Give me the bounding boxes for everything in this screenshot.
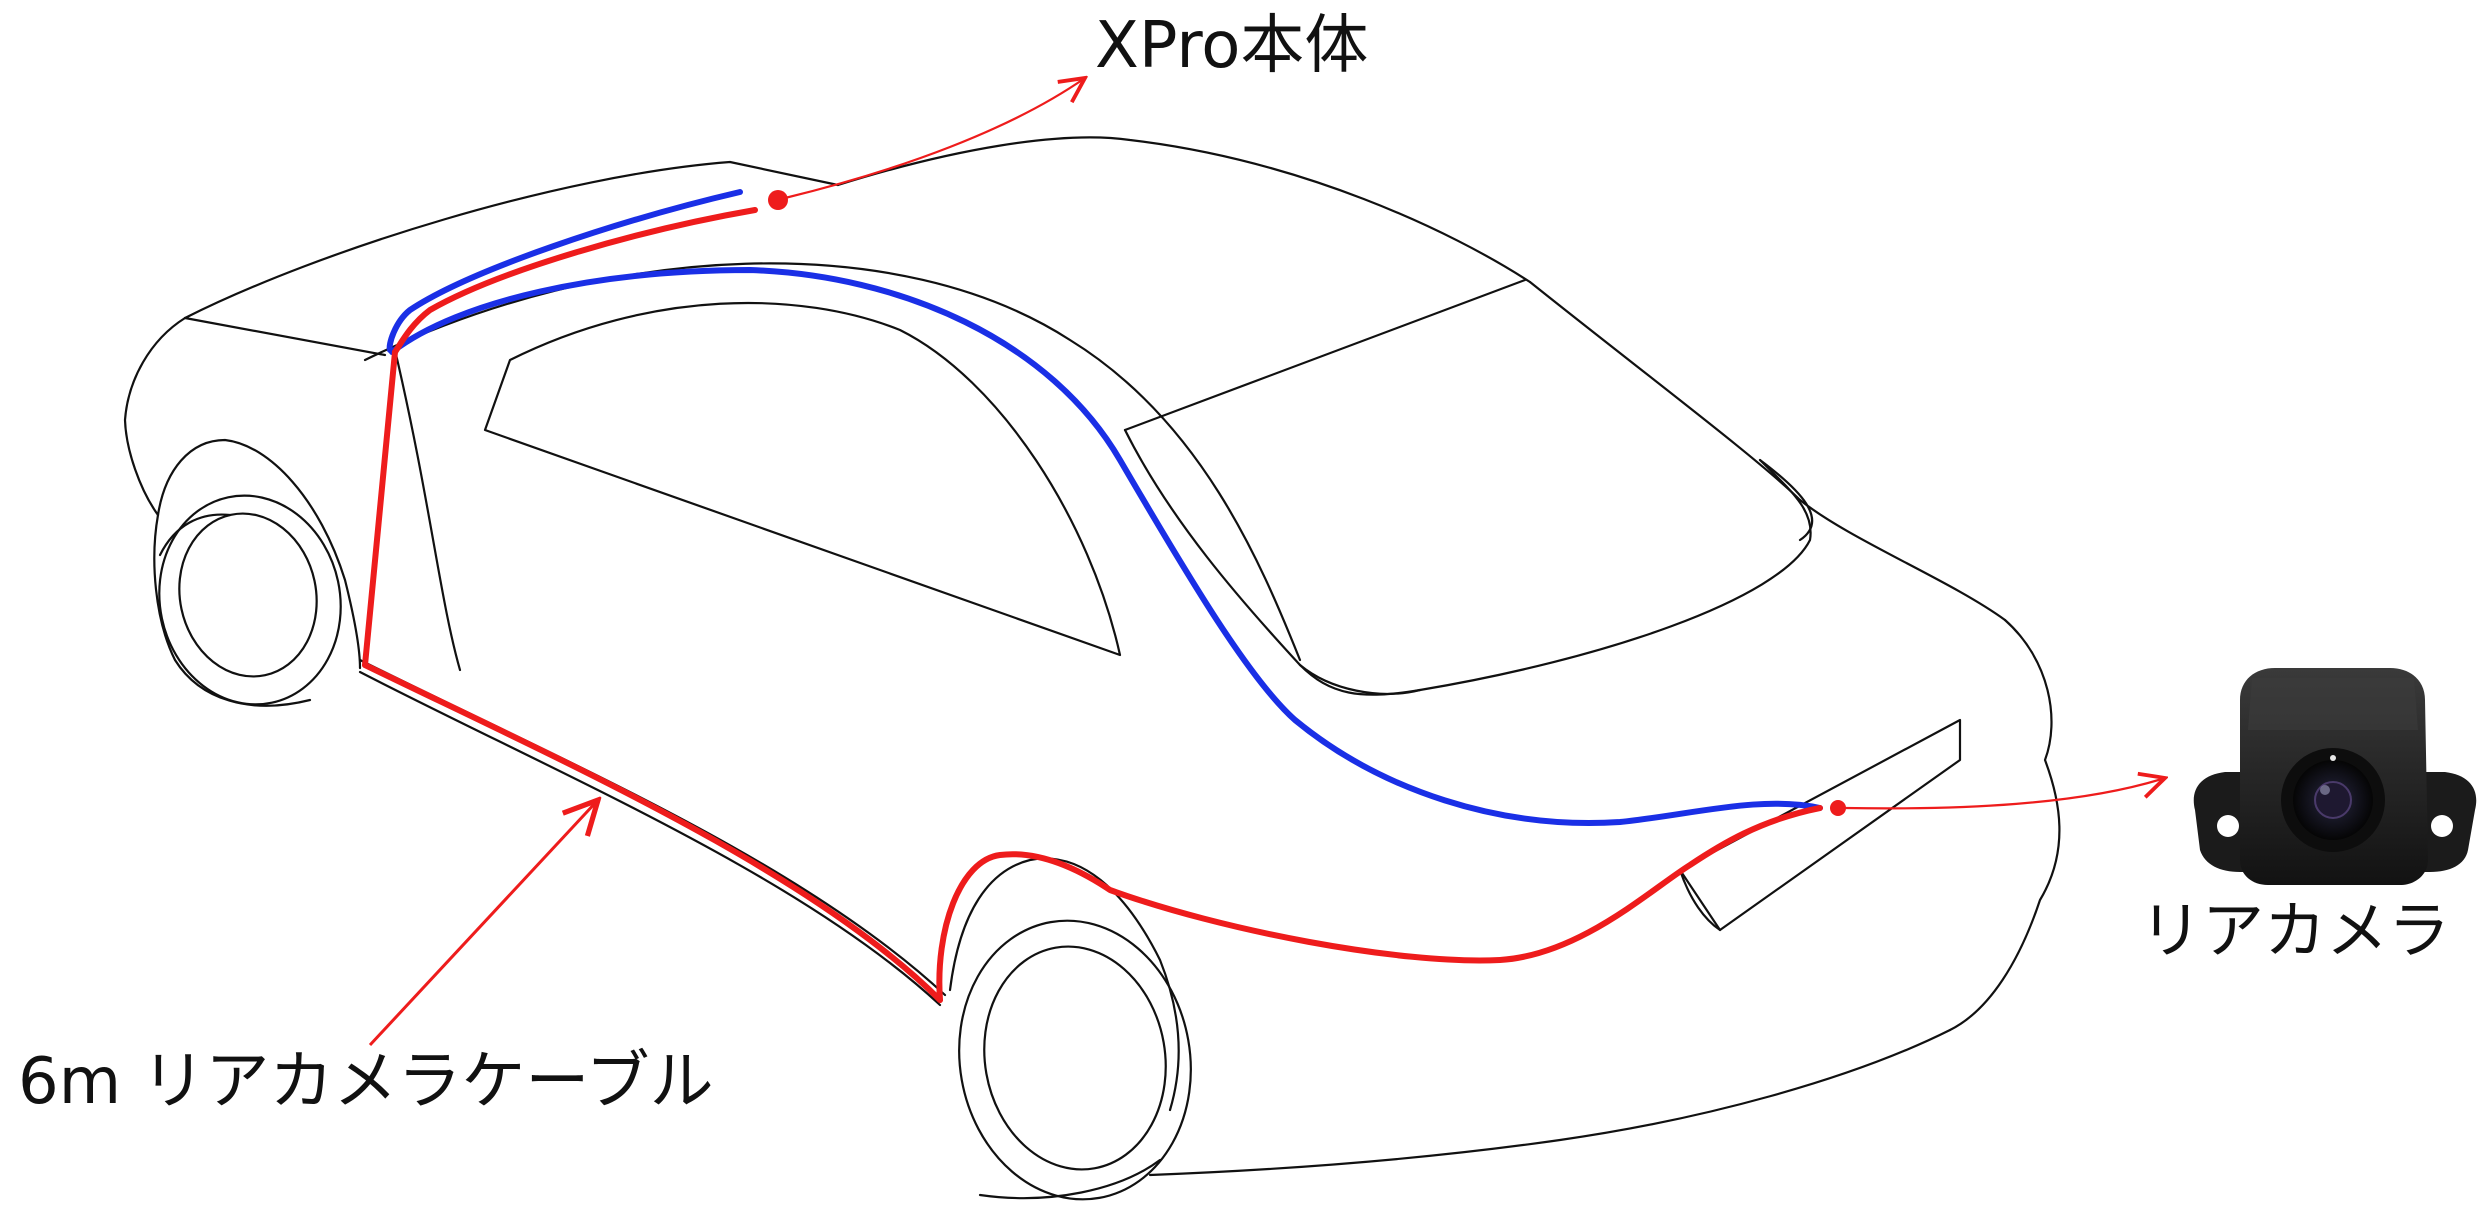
cable-arrow (368, 800, 598, 1047)
red-cable-route (362, 207, 1823, 1003)
cable-label: 6m リアカメラケーブル (18, 1045, 714, 1119)
rear-camera-icon (2193, 668, 2477, 885)
main-unit-label: XPro本体 (1095, 9, 1369, 83)
blue-cable-route (386, 189, 1823, 826)
car-outline (123, 136, 2061, 1201)
rear-camera-arrow (1844, 778, 2165, 810)
rear-camera-label: リアカメラ (2140, 894, 2451, 967)
main-unit-point (768, 190, 788, 210)
rear-camera-point (1830, 800, 1846, 816)
main-unit-arrow (784, 78, 1085, 200)
